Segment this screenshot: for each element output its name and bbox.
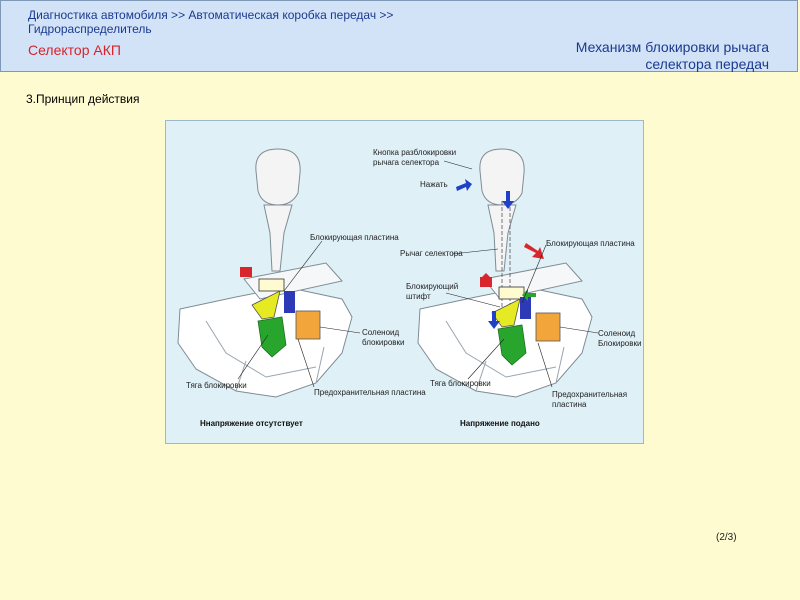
lock-pin-label-1: Блокирующий <box>406 282 459 291</box>
breadcrumb-line-1[interactable]: Диагностика автомобиля >> Автоматическая… <box>28 8 394 22</box>
header-bar: Диагностика автомобиля >> Автоматическая… <box>0 0 798 72</box>
right-safety-plate-label-1: Предохранительная <box>552 390 628 399</box>
mechanism-figure: Блокирующая пластина Соленоид блокировки… <box>165 120 644 444</box>
lock-pin-label-2: штифт <box>406 292 431 301</box>
breadcrumb: Диагностика автомобиля >> Автоматическая… <box>28 8 393 36</box>
right-lock-plate-label: Блокирующая пластина <box>546 239 635 248</box>
subtitle: 3.Принцип действия <box>26 92 140 106</box>
release-button-label-2: рычага селектора <box>373 158 440 167</box>
breadcrumb-line-2[interactable]: Гидрораспределитель <box>28 22 152 36</box>
right-rod-label: Тяга блокировки <box>430 379 491 388</box>
press-label: Нажать <box>420 180 448 189</box>
page-title-line-2: селектора передач <box>645 56 769 72</box>
section-title: Селектор АКП <box>28 42 121 58</box>
right-safety-plate-label-2: пластина <box>552 400 587 409</box>
page-title-line-1: Механизм блокировки рычага <box>575 39 769 55</box>
left-assembly <box>177 148 361 398</box>
release-button-label-1: Кнопка разблокировки <box>373 148 457 157</box>
left-safety-plate-label: Предохранительная пластина <box>314 388 426 397</box>
left-caption: Ннапряжение отсутствует <box>200 419 303 428</box>
left-solenoid-label-1: Соленоид <box>362 328 400 337</box>
right-caption: Напряжение подано <box>460 419 540 428</box>
right-solenoid-label-1: Соленоид <box>598 329 636 338</box>
left-lock-plate-label: Блокирующая пластина <box>310 233 399 242</box>
left-solenoid-label-2: блокировки <box>362 338 405 347</box>
left-rod-label: Тяга блокировки <box>186 381 247 390</box>
right-solenoid-label-2: Блокировки <box>598 339 642 348</box>
right-assembly <box>417 148 599 398</box>
selector-lever-label: Рычаг селектора <box>400 249 463 258</box>
page-number: (2/3) <box>716 532 737 543</box>
mechanism-illustration <box>177 148 599 398</box>
page-title: Механизм блокировки рычага селектора пер… <box>576 39 769 73</box>
